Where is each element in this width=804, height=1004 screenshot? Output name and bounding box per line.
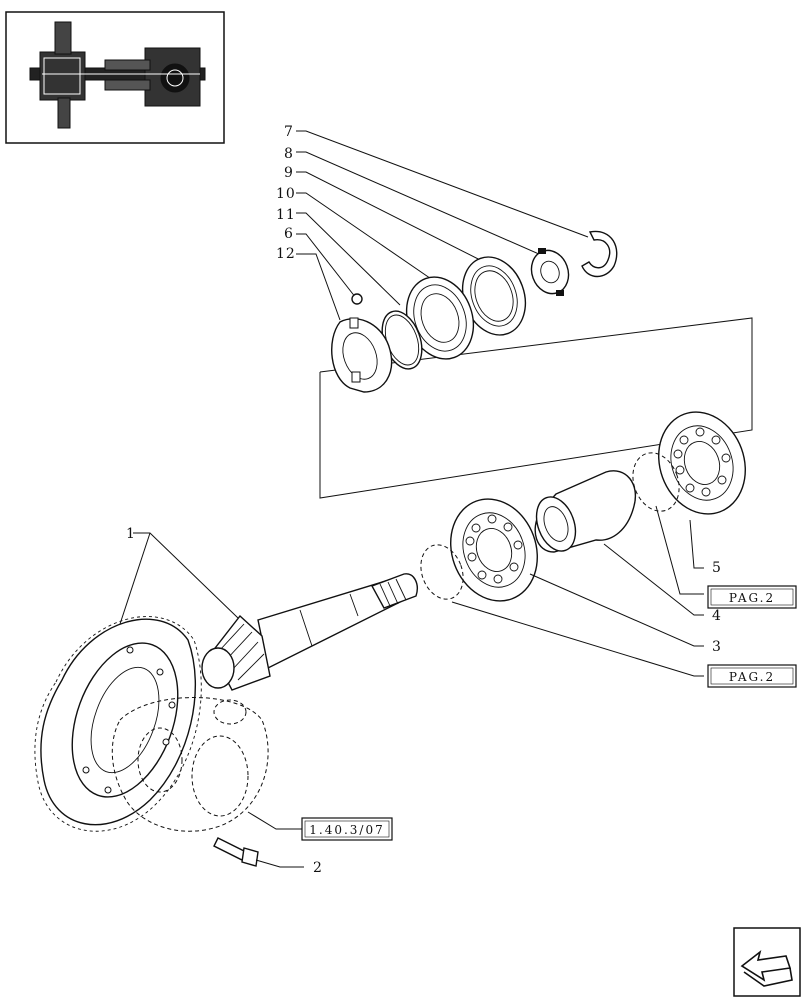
- ref-pag-upper-text: PAG.2: [729, 591, 775, 605]
- leader-lines-lower: [119, 505, 704, 868]
- ref-pag-lower-text: PAG.2: [729, 670, 775, 684]
- ball-bearing-part-3[interactable]: [437, 487, 552, 613]
- callout-12: 12: [276, 246, 296, 262]
- callout-10: 10: [276, 186, 296, 202]
- ring-gear[interactable]: [34, 616, 202, 832]
- differential-case-dashed: [111, 697, 269, 832]
- arrow-left-icon: [740, 949, 793, 987]
- axle-thumbnail[interactable]: [5, 11, 225, 144]
- bolt-part-2[interactable]: [213, 837, 259, 867]
- callout-8: 8: [284, 146, 294, 162]
- callout-9: 9: [284, 165, 294, 181]
- callout-7: 7: [284, 124, 294, 140]
- group-bracket: [319, 317, 753, 499]
- circlip-part-7[interactable]: [581, 230, 618, 278]
- callout-3: 3: [712, 639, 722, 655]
- spacer-part-4[interactable]: [530, 470, 636, 557]
- ref-section-text: 1.40.3/07: [309, 823, 384, 837]
- collar-part-12[interactable]: [331, 317, 393, 393]
- ref-box-section[interactable]: 1.40.3/07: [301, 817, 393, 841]
- shim-dashed-lower: [420, 544, 464, 600]
- callout-1: 1: [126, 526, 136, 542]
- nav-arrow-button[interactable]: [733, 927, 801, 997]
- ball-part-6[interactable]: [351, 293, 363, 305]
- callout-5: 5: [712, 560, 722, 576]
- callout-2: 2: [313, 860, 323, 876]
- callout-4: 4: [712, 608, 722, 624]
- callout-11: 11: [276, 207, 296, 223]
- ref-box-pag-lower[interactable]: PAG.2: [707, 664, 797, 688]
- callout-6: 6: [284, 226, 294, 242]
- leader-lines-upper: [296, 130, 589, 321]
- ball-bearing-part-5[interactable]: [645, 400, 760, 526]
- pinion-shaft[interactable]: [201, 573, 418, 691]
- ref-box-pag-upper[interactable]: PAG.2: [707, 585, 797, 609]
- shim-dashed-upper: [632, 452, 680, 512]
- ring-nut-part-8[interactable]: [526, 245, 575, 299]
